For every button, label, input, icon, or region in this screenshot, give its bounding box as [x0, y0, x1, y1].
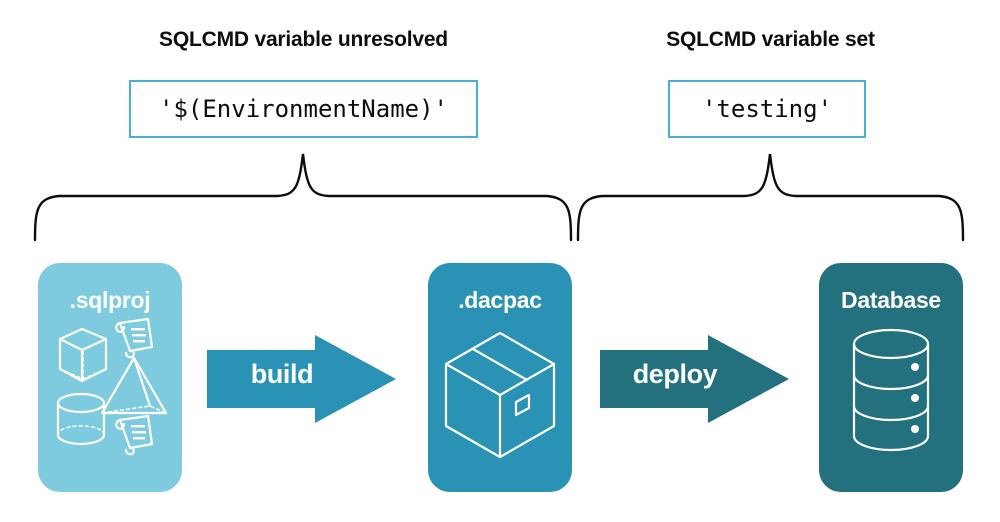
arrow-build-shape	[207, 335, 396, 423]
dacpac-artwork	[444, 331, 556, 459]
card-sqlproj: .sqlproj	[38, 263, 182, 492]
scroll-icon	[115, 317, 154, 359]
card-database: Database	[819, 263, 963, 492]
database-cylinder-icon	[852, 328, 930, 452]
arrow-build: build	[207, 333, 397, 425]
card-sqlproj-label: .sqlproj	[69, 287, 151, 313]
brace-right	[576, 153, 965, 242]
brace-left	[33, 153, 573, 242]
database-artwork	[852, 328, 930, 452]
pyramid-icon	[100, 356, 168, 415]
card-database-label: Database	[841, 287, 941, 313]
arrow-deploy-shape	[600, 335, 789, 423]
sqlcmd-variable-unresolved-box: '$(EnvironmentName)'	[129, 80, 478, 138]
scroll-icon	[115, 414, 154, 456]
sqlcmd-variable-set-box: 'testing'	[668, 80, 866, 138]
section-title-left: SQLCMD variable unresolved	[159, 28, 448, 51]
arrow-deploy: deploy	[600, 333, 790, 425]
sqlproj-artwork	[56, 317, 168, 456]
card-dacpac: .dacpac	[428, 263, 572, 492]
package-box-icon	[444, 331, 556, 459]
section-title-right: SQLCMD variable set	[666, 28, 875, 51]
cylinder-icon	[56, 392, 106, 446]
card-dacpac-label: .dacpac	[458, 287, 542, 313]
cube-icon	[58, 327, 108, 383]
